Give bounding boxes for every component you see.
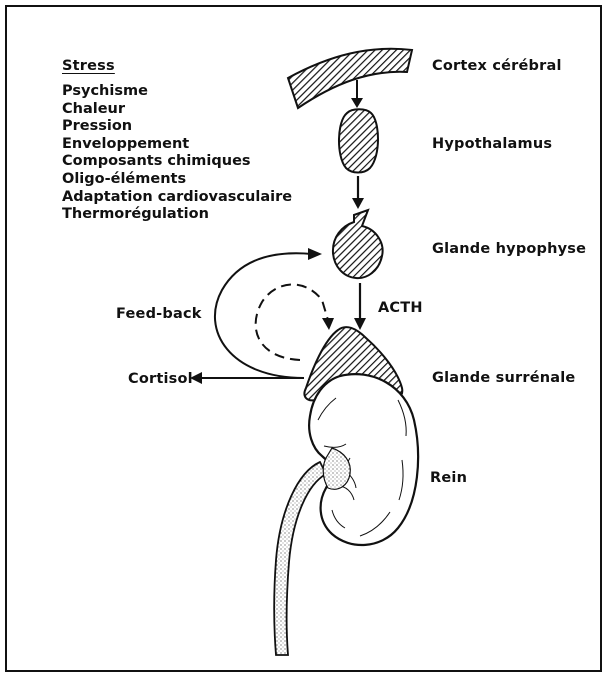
arrowhead-hypothalamus bbox=[352, 198, 364, 209]
feedback-inner-arrowhead bbox=[322, 318, 334, 330]
feedback-inner-dashed-arc bbox=[256, 284, 328, 360]
hypothalamus-shape bbox=[339, 109, 378, 172]
arrowhead-acth bbox=[354, 318, 366, 330]
cortex-shape bbox=[288, 49, 412, 108]
arrowhead-cortisol bbox=[190, 372, 202, 384]
hypophyse-shape bbox=[333, 210, 383, 278]
arrowhead-cortex bbox=[351, 98, 363, 108]
feedback-outer-arrowhead bbox=[308, 248, 322, 260]
ureter-shape bbox=[274, 462, 326, 655]
